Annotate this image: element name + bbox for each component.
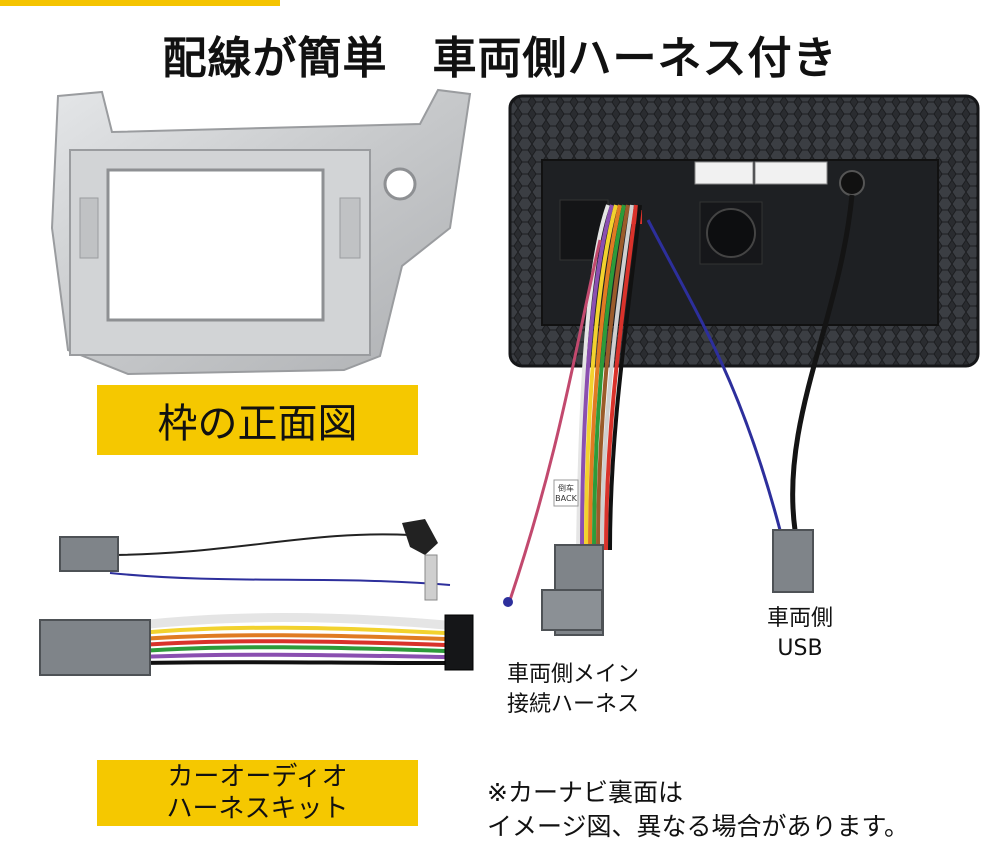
disclaimer-line1: ※カーナビ裏面は <box>487 778 683 807</box>
disclaimer-note: ※カーナビ裏面は イメージ図、異なる場合があります。 <box>487 776 909 844</box>
frame-front-label: 枠の正面図 <box>97 385 418 455</box>
main-harness-caption-line1: 車両側メイン <box>506 662 639 687</box>
main-harness-caption-line2: 接続ハーネス <box>506 692 639 717</box>
usb-caption-line2: USB <box>777 636 823 661</box>
head-unit-back-image: 倒车 BACK <box>503 94 980 636</box>
main-harness-caption: 車両側メイン 接続ハーネス <box>488 660 658 720</box>
audio-harness-kit-line2: ハーネスキット <box>166 794 349 824</box>
audio-harness-kit-label: カーオーディオ ハーネスキット <box>97 760 418 826</box>
harness-kit-image <box>39 519 474 676</box>
wire-tag-line1: 倒车 <box>558 483 574 493</box>
dash-frame-image <box>50 88 472 376</box>
audio-harness-kit-line1: カーオーディオ <box>167 762 348 792</box>
page-title: 配線が簡単 車両側ハーネス付き <box>162 33 838 84</box>
disclaimer-line2: イメージ図、異なる場合があります。 <box>487 812 910 841</box>
usb-caption-line1: 車両側 <box>766 606 833 631</box>
top-accent-bar <box>0 0 280 6</box>
usb-caption: 車両側 USB <box>740 604 860 664</box>
wire-tag-line2: BACK <box>555 494 577 503</box>
